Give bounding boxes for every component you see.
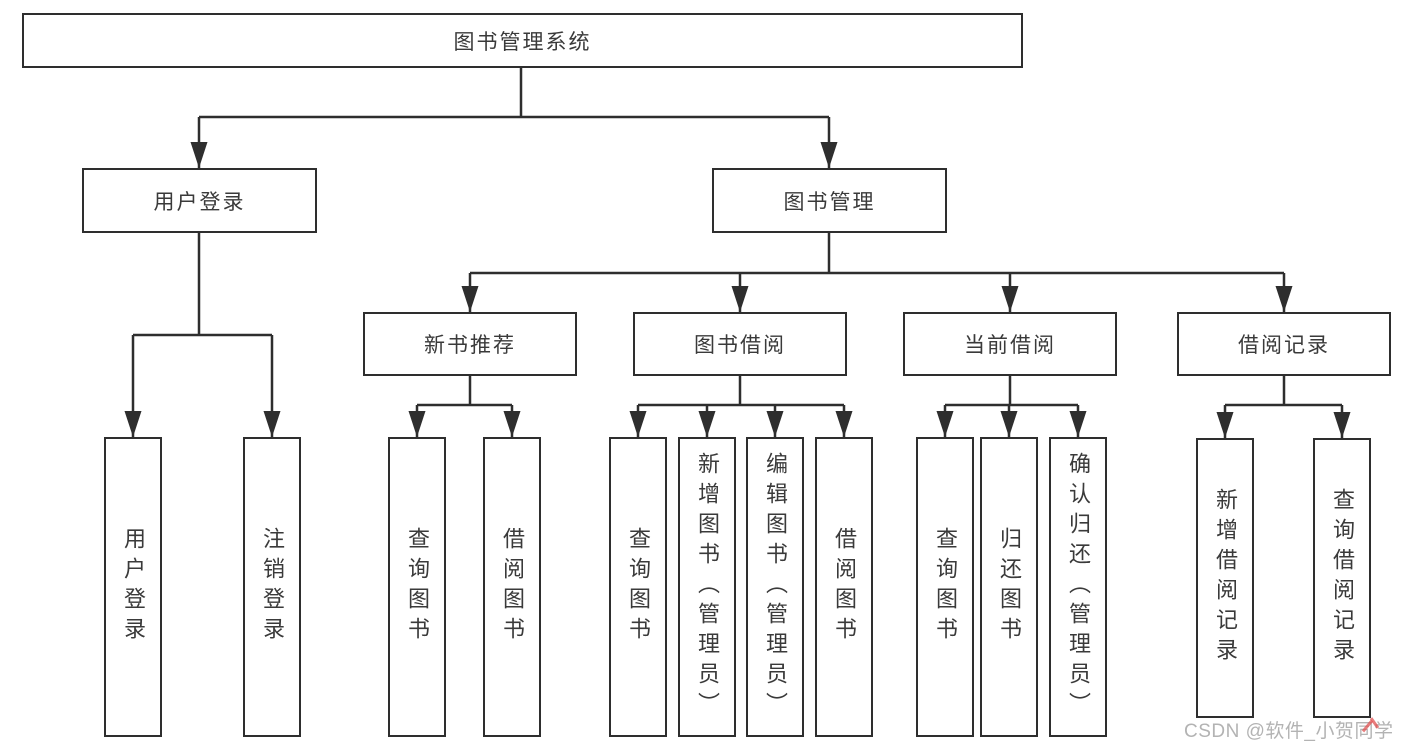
watermark-logo-accent xyxy=(1361,717,1380,733)
leaf-current-return-book: 归还图书 xyxy=(980,437,1038,737)
node-root: 图书管理系统 xyxy=(22,13,1023,68)
node-user-login: 用户登录 xyxy=(82,168,317,233)
leaf-logout-login: 注销登录 xyxy=(243,437,301,737)
leaf-borrow-add-book-admin: 新增图书（管理员） xyxy=(678,437,736,737)
leaf-borrow-query-book: 查询图书 xyxy=(609,437,667,737)
arrowheads xyxy=(124,142,1351,438)
leaf-current-confirm-return-admin: 确认归还（管理员） xyxy=(1049,437,1107,737)
leaf-user-login: 用户登录 xyxy=(104,437,162,737)
leaf-records-query-record: 查询借阅记录 xyxy=(1313,438,1371,718)
leaf-current-query-book: 查询图书 xyxy=(916,437,974,737)
leaf-borrow-edit-book-admin: 编辑图书（管理员） xyxy=(746,437,804,737)
node-book-borrow: 图书借阅 xyxy=(633,312,847,376)
leaf-recommend-borrow-book: 借阅图书 xyxy=(483,437,541,737)
node-book-management: 图书管理 xyxy=(712,168,947,233)
connector-segments xyxy=(131,68,1344,438)
node-new-book-recommend: 新书推荐 xyxy=(363,312,577,376)
node-borrow-records: 借阅记录 xyxy=(1177,312,1391,376)
watermark: CSDN @软件_小贺同学 xyxy=(1184,721,1394,742)
leaf-records-add-record: 新增借阅记录 xyxy=(1196,438,1254,718)
leaf-recommend-query-book: 查询图书 xyxy=(388,437,446,737)
node-current-borrow: 当前借阅 xyxy=(903,312,1117,376)
leaf-borrow-borrow-book: 借阅图书 xyxy=(815,437,873,737)
